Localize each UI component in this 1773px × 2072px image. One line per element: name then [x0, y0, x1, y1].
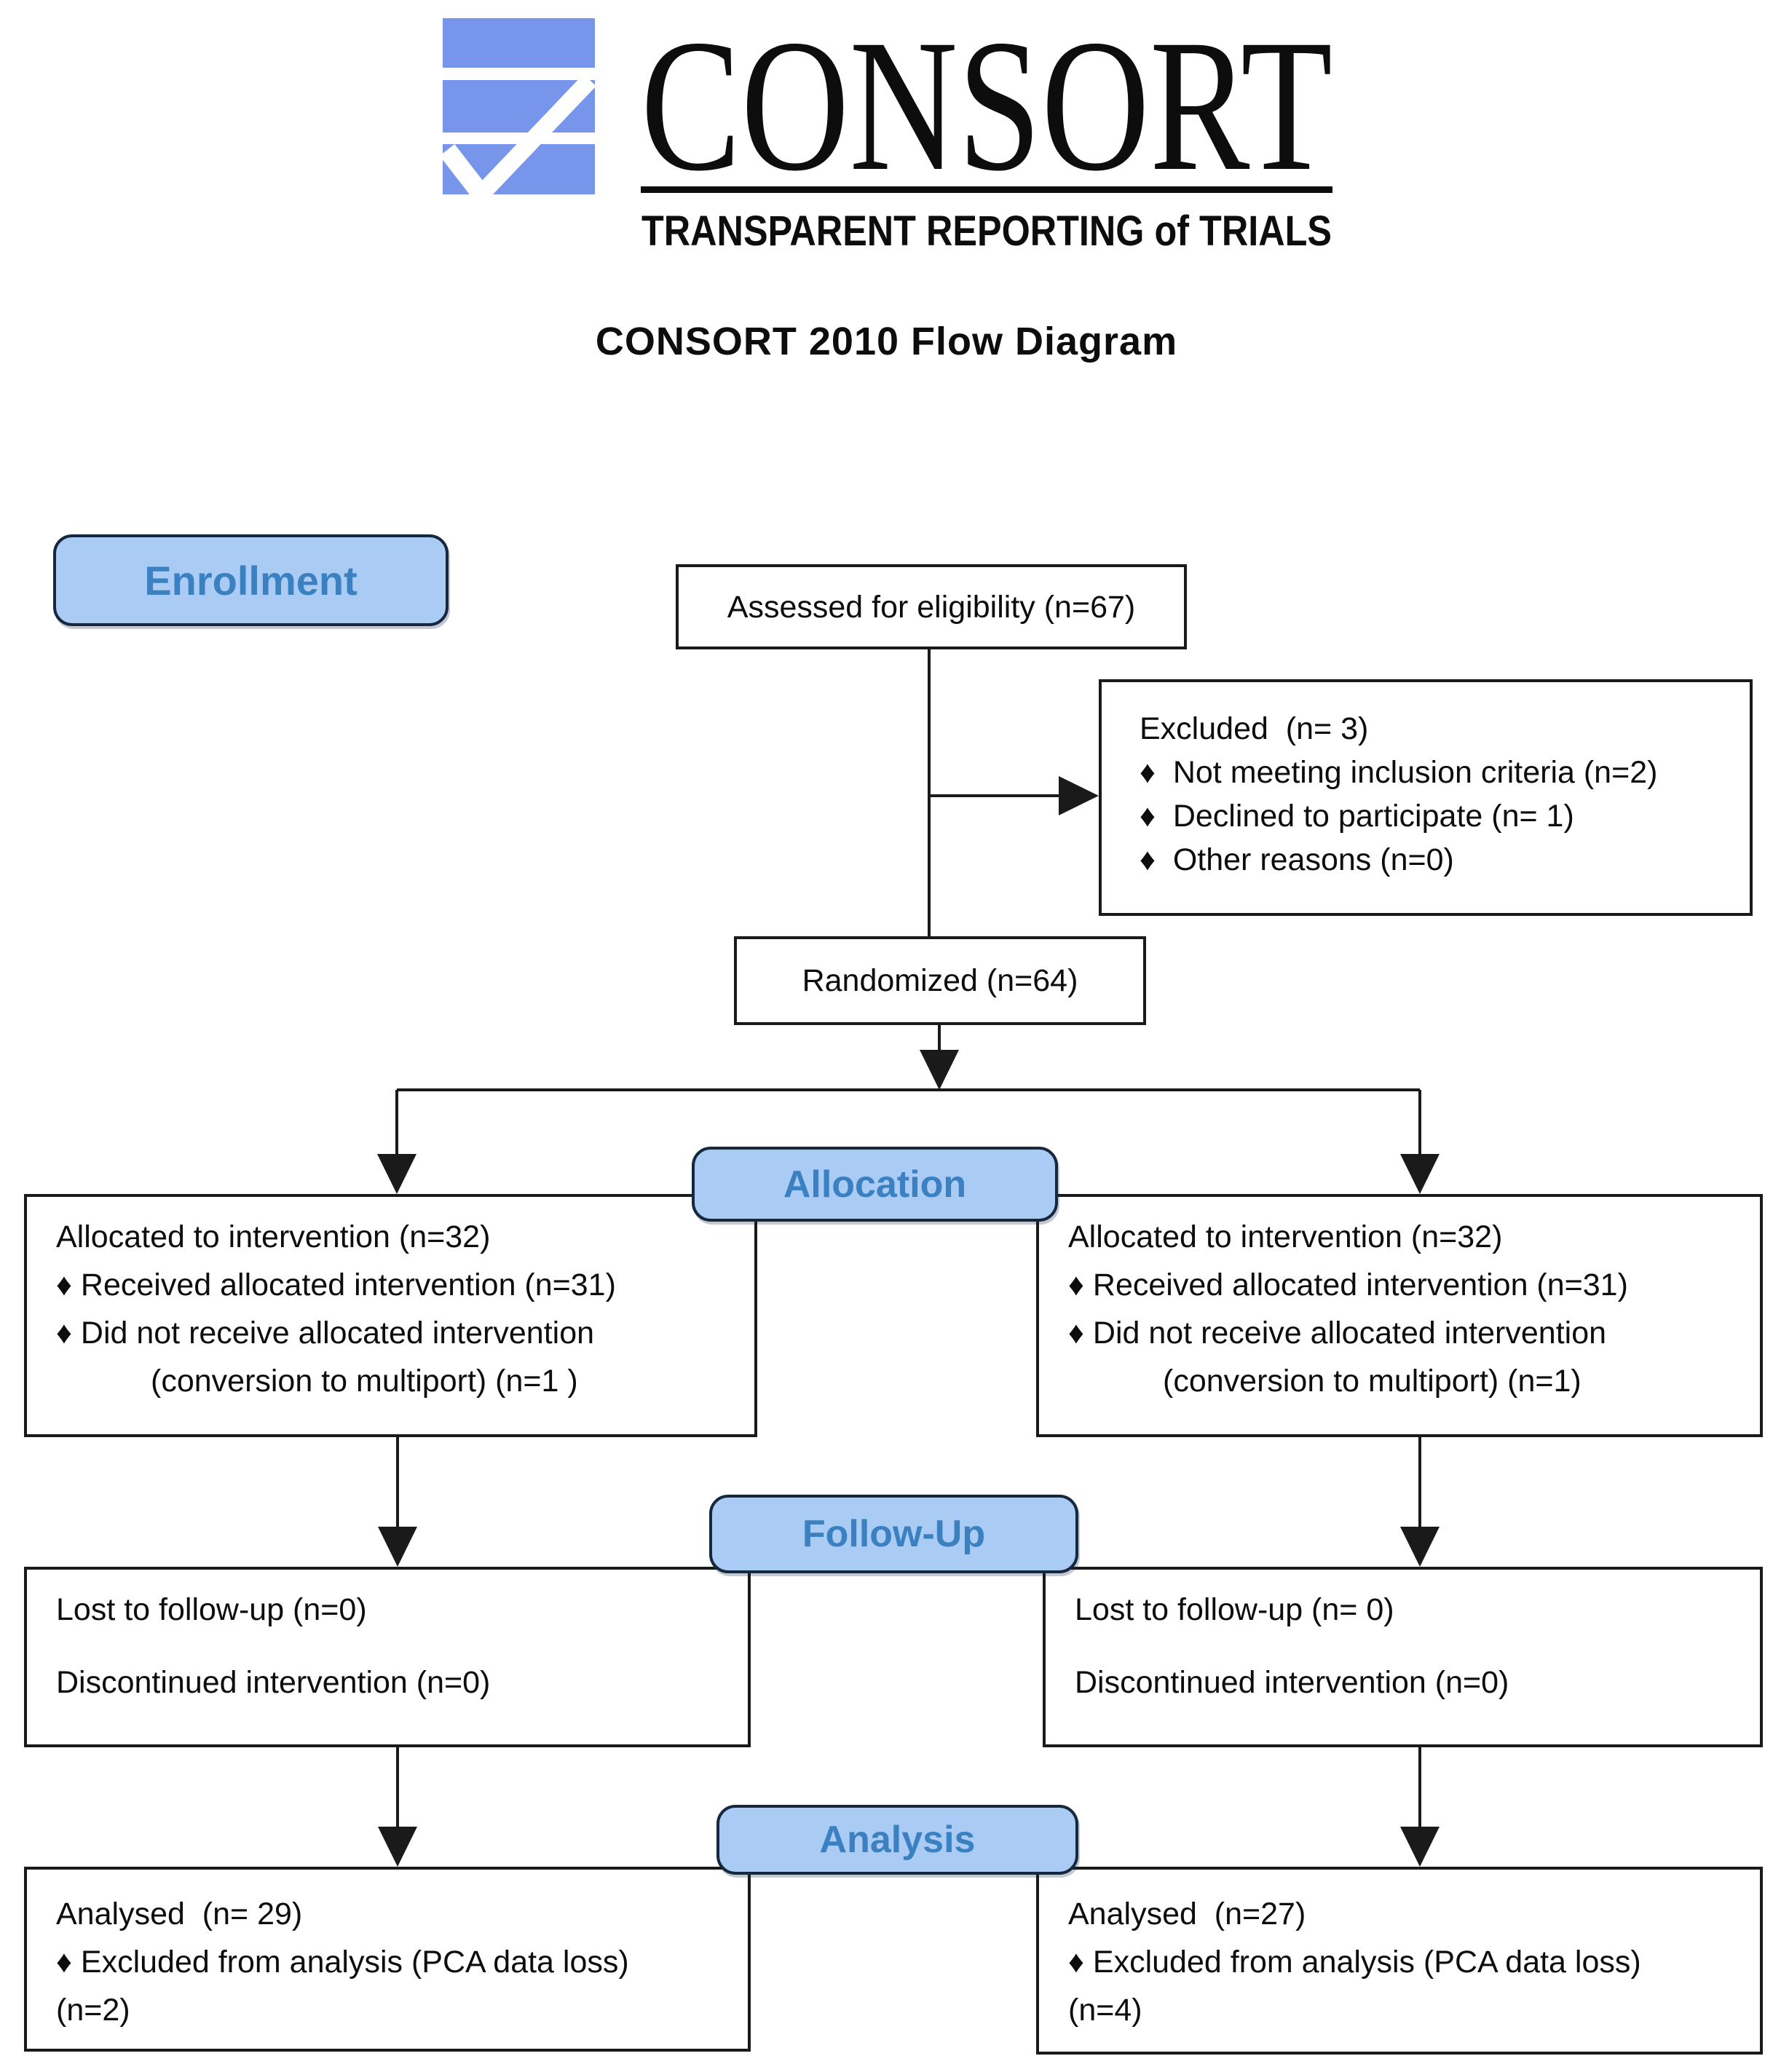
- arrowhead-down-icon: [377, 1154, 416, 1194]
- analysis-left-box: Analysed (n= 29) ♦ Excluded from analysi…: [24, 1867, 751, 2052]
- consort-logo-mark: [439, 18, 596, 209]
- consort-logo-subtitle: TRANSPARENT REPORTING of TRIALS: [641, 207, 1332, 255]
- box-line: ♦ Did not receive allocated intervention: [1068, 1316, 1607, 1351]
- box-line: Randomized (n=64): [802, 963, 1078, 998]
- box-line: Excluded (n= 3): [1140, 711, 1369, 746]
- page-title: CONSORT 2010 Flow Diagram: [595, 320, 1178, 363]
- arrowhead-down-icon: [378, 1827, 417, 1867]
- arrowhead-down-icon: [1400, 1154, 1440, 1194]
- allocation-left-box: Allocated to intervention (n=32) ♦ Recei…: [24, 1194, 757, 1437]
- box-line: ♦ Not meeting inclusion criteria (n=2): [1140, 755, 1658, 790]
- arrowhead-down-icon: [1400, 1527, 1440, 1567]
- randomized-box: Randomized (n=64): [734, 936, 1146, 1025]
- followup-left-box: Lost to follow-up (n=0) Discontinued int…: [24, 1567, 751, 1747]
- box-line: Analysed (n= 29): [56, 1897, 303, 1931]
- box-line: ♦ Declined to participate (n= 1): [1140, 799, 1574, 834]
- assessed-eligibility-box: Assessed for eligibility (n=67): [676, 564, 1187, 649]
- excluded-box: Excluded (n= 3) ♦ Not meeting inclusion …: [1099, 679, 1753, 916]
- arrowhead-down-icon: [378, 1527, 417, 1567]
- stage-label-text: Analysis: [819, 1819, 976, 1861]
- box-line: Discontinued intervention (n=0): [56, 1665, 491, 1700]
- stage-label-text: Allocation: [783, 1163, 967, 1206]
- analysis-right-box: Analysed (n=27) ♦ Excluded from analysis…: [1036, 1867, 1763, 2055]
- arrowhead-down-icon: [920, 1050, 959, 1090]
- box-line: (conversion to multiport) (n=1 ): [151, 1364, 578, 1399]
- stage-label-text: Enrollment: [144, 557, 358, 604]
- box-line: Analysed (n=27): [1068, 1897, 1306, 1931]
- box-line: ♦ Excluded from analysis (PCA data loss): [1068, 1945, 1641, 1980]
- stage-label-enrollment: Enrollment: [53, 534, 449, 626]
- box-line: ♦ Received allocated intervention (n=31): [1068, 1268, 1628, 1302]
- stage-label-text: Follow-Up: [802, 1513, 986, 1555]
- box-line: (n=4): [1068, 1993, 1142, 2028]
- box-line: Assessed for eligibility (n=67): [727, 589, 1136, 625]
- allocation-right-box: Allocated to intervention (n=32) ♦ Recei…: [1036, 1194, 1763, 1437]
- box-line: Lost to follow-up (n= 0): [1075, 1592, 1394, 1627]
- box-line: (conversion to multiport) (n=1): [1163, 1364, 1582, 1399]
- logo-underline: [641, 186, 1332, 193]
- consort-logo: CONSORT TRANSPARENT REPORTING of TRIALS: [439, 7, 1332, 255]
- checkmark-icon: [439, 74, 596, 209]
- box-line: Lost to follow-up (n=0): [56, 1592, 367, 1627]
- box-line: Allocated to intervention (n=32): [56, 1219, 491, 1254]
- followup-right-box: Lost to follow-up (n= 0) Discontinued in…: [1043, 1567, 1763, 1747]
- stage-label-allocation: Allocation: [692, 1147, 1058, 1222]
- box-line: Discontinued intervention (n=0): [1075, 1665, 1509, 1700]
- stage-label-analysis: Analysis: [716, 1805, 1078, 1875]
- box-line: ♦ Excluded from analysis (PCA data loss): [56, 1945, 629, 1980]
- box-line: ♦ Received allocated intervention (n=31): [56, 1268, 616, 1302]
- stage-label-followup: Follow-Up: [709, 1495, 1078, 1573]
- box-line: (n=2): [56, 1993, 130, 2028]
- box-line: Allocated to intervention (n=32): [1068, 1219, 1503, 1254]
- arrowhead-down-icon: [1400, 1827, 1440, 1867]
- arrowhead-right-icon: [1059, 776, 1099, 815]
- box-line: ♦ Other reasons (n=0): [1140, 842, 1454, 877]
- box-line: ♦ Did not receive allocated intervention: [56, 1316, 595, 1351]
- consort-wordmark: CONSORT: [641, 7, 1332, 210]
